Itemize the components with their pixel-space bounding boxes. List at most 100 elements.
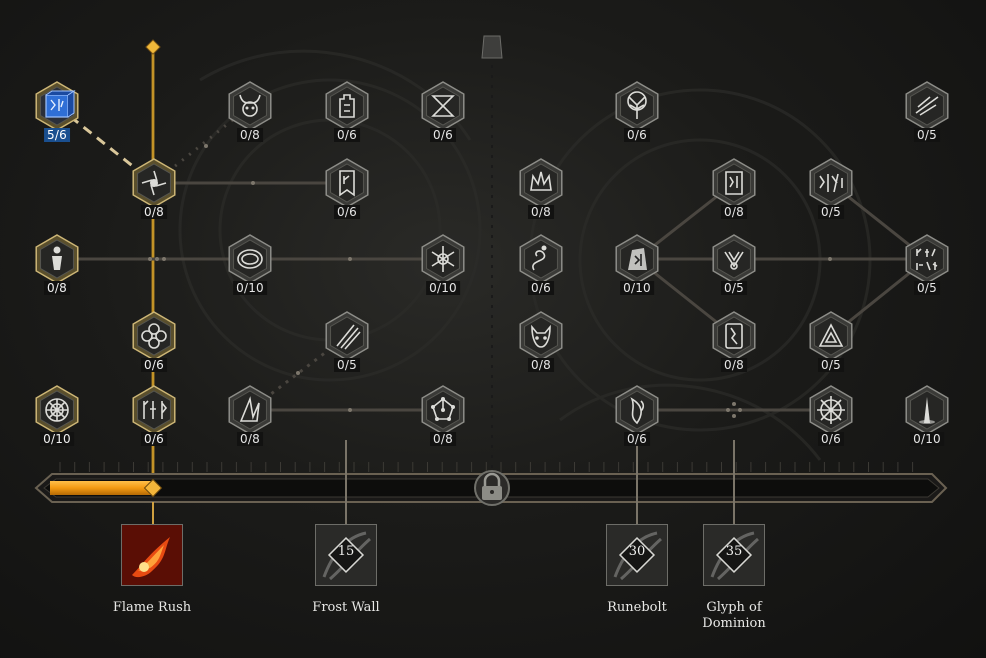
talent-node[interactable]: 0/8 bbox=[34, 234, 80, 295]
talent-rank: 0/5 bbox=[914, 281, 940, 295]
talent-node[interactable]: 0/6 bbox=[518, 234, 564, 295]
talent-node[interactable]: 0/6 bbox=[614, 385, 660, 446]
progress-bar-fill bbox=[50, 481, 156, 495]
talent-node[interactable]: 0/8 bbox=[711, 311, 757, 372]
talent-node[interactable]: 0/6 bbox=[614, 81, 660, 142]
talent-rank: 0/6 bbox=[624, 128, 650, 142]
skill-name: Runebolt bbox=[607, 600, 667, 615]
skill-frame bbox=[315, 524, 377, 586]
rune-stone-icon bbox=[615, 234, 659, 284]
talent-rank: 0/8 bbox=[721, 205, 747, 219]
skill-unlock[interactable]: Flame Rush bbox=[113, 524, 191, 615]
spinning-blade-icon bbox=[132, 158, 176, 208]
talent-node[interactable]: 0/6 bbox=[131, 385, 177, 446]
light-beam-icon bbox=[905, 385, 949, 435]
flame-rush-icon bbox=[122, 525, 182, 585]
talent-rank: 0/8 bbox=[721, 358, 747, 372]
talent-node[interactable]: 0/10 bbox=[904, 385, 950, 446]
talent-rank: 0/10 bbox=[910, 432, 944, 446]
horned-mask-icon bbox=[519, 311, 563, 361]
spirit-flame-icon bbox=[615, 385, 659, 435]
talent-rank: 0/6 bbox=[818, 432, 844, 446]
radiant-web-icon bbox=[809, 385, 853, 435]
center-chain bbox=[481, 35, 503, 468]
talent-node[interactable]: 0/5 bbox=[808, 311, 854, 372]
skill-unlock[interactable]: 15 Frost Wall bbox=[312, 524, 380, 615]
talent-rank: 0/5 bbox=[818, 205, 844, 219]
skill-frame bbox=[606, 524, 668, 586]
talent-node[interactable]: 0/8 bbox=[131, 158, 177, 219]
talent-rank: 0/5 bbox=[818, 358, 844, 372]
snowflake-star-icon bbox=[421, 234, 465, 284]
talent-node[interactable]: 0/8 bbox=[518, 158, 564, 219]
talent-node[interactable]: 0/5 bbox=[904, 234, 950, 295]
talent-node[interactable]: 0/8 bbox=[420, 385, 466, 446]
talent-node[interactable]: 0/10 bbox=[34, 385, 80, 446]
shadow-figure-icon bbox=[35, 234, 79, 284]
talent-node[interactable]: 0/10 bbox=[227, 234, 273, 295]
rune-glyphs-icon bbox=[809, 158, 853, 208]
talent-node[interactable]: 0/10 bbox=[614, 234, 660, 295]
talent-rank: 0/5 bbox=[914, 128, 940, 142]
talent-node[interactable]: 0/5 bbox=[711, 234, 757, 295]
skill-name: Flame Rush bbox=[112, 600, 192, 615]
talent-rank: 0/8 bbox=[430, 432, 456, 446]
constellation-icon bbox=[421, 385, 465, 435]
cracked-tablet-icon bbox=[712, 311, 756, 361]
rune-scroll-icon bbox=[712, 158, 756, 208]
talent-node[interactable]: 0/8 bbox=[227, 81, 273, 142]
talent-rank: 0/10 bbox=[40, 432, 74, 446]
skill-level-requirement: 30 bbox=[628, 544, 646, 559]
hourglass-rune-icon bbox=[421, 81, 465, 131]
talent-rank: 0/6 bbox=[528, 281, 554, 295]
talent-node[interactable]: 0/6 bbox=[131, 311, 177, 372]
skill-connectors bbox=[152, 440, 735, 524]
talent-rank: 0/6 bbox=[430, 128, 456, 142]
talent-node[interactable]: 0/8 bbox=[227, 385, 273, 446]
talent-rank: 0/8 bbox=[237, 432, 263, 446]
skill-level-requirement: 35 bbox=[725, 544, 743, 559]
four-petal-flower-icon bbox=[132, 311, 176, 361]
glyph-of-dominion-icon bbox=[704, 525, 764, 585]
talent-rank: 0/8 bbox=[237, 128, 263, 142]
talent-rank: 0/8 bbox=[528, 205, 554, 219]
talent-node[interactable]: 0/5 bbox=[904, 81, 950, 142]
talent-node[interactable]: 0/10 bbox=[420, 234, 466, 295]
talent-node[interactable]: 0/6 bbox=[420, 81, 466, 142]
lock-icon bbox=[474, 470, 510, 506]
talent-node[interactable]: 0/6 bbox=[324, 158, 370, 219]
talent-rank: 0/8 bbox=[44, 281, 70, 295]
rune-knot-icon bbox=[712, 234, 756, 284]
horned-skull-icon bbox=[228, 81, 272, 131]
skill-level-requirement: 15 bbox=[337, 544, 355, 559]
talent-node[interactable]: 0/6 bbox=[808, 385, 854, 446]
talent-rank: 0/6 bbox=[334, 205, 360, 219]
skill-name: Glyph of Dominion bbox=[702, 600, 766, 631]
thorn-ring-icon bbox=[228, 234, 272, 284]
talent-rank: 0/10 bbox=[426, 281, 460, 295]
talent-rank: 0/8 bbox=[141, 205, 167, 219]
skill-frame bbox=[121, 524, 183, 586]
talent-rank: 0/6 bbox=[334, 128, 360, 142]
talent-node[interactable]: 0/5 bbox=[808, 158, 854, 219]
connection-dots bbox=[148, 144, 832, 418]
claw-slash-icon bbox=[325, 311, 369, 361]
runebolt-icon bbox=[607, 525, 667, 585]
talent-rank: 0/5 bbox=[721, 281, 747, 295]
rune-row-icon bbox=[132, 385, 176, 435]
rune-banner-icon bbox=[325, 158, 369, 208]
talent-node[interactable]: 0/6 bbox=[324, 81, 370, 142]
talent-rank: 0/6 bbox=[624, 432, 650, 446]
talent-node[interactable]: 0/5 bbox=[324, 311, 370, 372]
talent-node[interactable]: 0/8 bbox=[711, 158, 757, 219]
talent-rank: 0/10 bbox=[620, 281, 654, 295]
skill-frame bbox=[703, 524, 765, 586]
talent-node[interactable]: 0/8 bbox=[518, 311, 564, 372]
skill-unlock[interactable]: 35 Glyph of Dominion bbox=[702, 524, 766, 631]
skill-unlock[interactable]: 30 Runebolt bbox=[606, 524, 668, 615]
web-sigil-icon bbox=[35, 385, 79, 435]
coiled-serpent-icon bbox=[519, 234, 563, 284]
triangle-rune-icon bbox=[809, 311, 853, 361]
talent-node[interactable]: 5/6 bbox=[34, 81, 80, 142]
rune-grid-icon bbox=[905, 234, 949, 284]
